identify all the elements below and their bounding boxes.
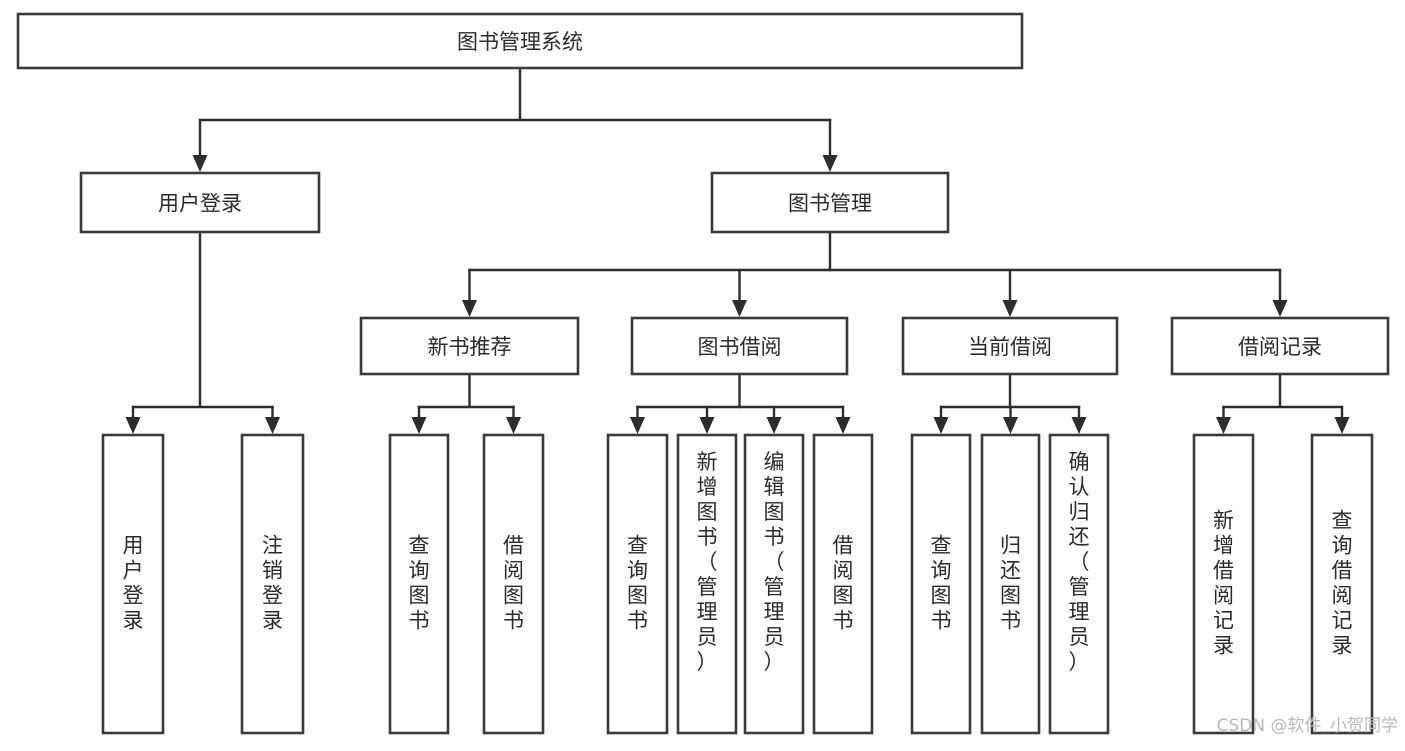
arrow-head-icon [699,417,715,434]
node-box-borrow-record [1170,316,1390,376]
node-box-leaf-add-book [676,433,738,735]
node-box-leaf-query-record [1310,433,1374,735]
arrow-head-icon [630,417,645,434]
arrow-head-icon [766,417,782,434]
node-box-current-borrow [901,316,1119,376]
node-label-leaf-query-record: 查询借阅记录 [1332,509,1353,658]
node-leaf-query-book-current[interactable]: 查询图书 [910,433,972,735]
arrow-head-icon [1003,417,1018,434]
node-label-leaf-return-book: 归还图书 [1000,534,1021,633]
node-box-leaf-return-book [980,433,1041,735]
arrow-head-icon [506,417,521,434]
node-box-book-borrow [630,316,849,376]
node-leaf-borrow-book-rec[interactable]: 借阅图书 [482,433,545,735]
arrow-head-icon [1216,417,1231,434]
node-leaf-edit-book[interactable]: 编辑图书（管理员） [743,433,805,735]
node-root[interactable]: 图书管理系统 [16,12,1024,70]
csdn-watermark: CSDN @软件_小贺同学 [1217,716,1398,736]
node-label-leaf-add-book: 新增图书（管理员） [697,450,718,674]
node-box-leaf-confirm-return [1048,433,1110,735]
node-label-leaf-add-record: 新增借阅记录 [1213,509,1234,658]
node-box-leaf-add-record [1192,433,1255,735]
node-label-leaf-borrow-book: 借阅图书 [833,534,854,633]
node-leaf-add-record[interactable]: 新增借阅记录 [1192,433,1255,735]
node-leaf-borrow-book[interactable]: 借阅图书 [812,433,874,735]
node-book-borrow[interactable]: 图书借阅 [630,316,849,376]
node-label-book-borrow: 图书借阅 [698,335,782,359]
arrow-head-icon [192,155,208,172]
arrow-head-icon [732,300,747,317]
node-box-leaf-borrow-book [812,433,874,735]
node-user-login[interactable]: 用户登录 [79,171,321,234]
node-box-leaf-logout [240,433,305,735]
node-borrow-record[interactable]: 借阅记录 [1170,316,1390,376]
node-box-new-book-recommend [359,316,580,376]
node-box-leaf-user-login [101,433,165,735]
arrow-head-icon [933,417,949,434]
node-leaf-logout[interactable]: 注销登录 [240,433,305,735]
node-leaf-query-record[interactable]: 查询借阅记录 [1310,433,1374,735]
node-leaf-query-book-borrow[interactable]: 查询图书 [606,433,669,735]
nodes-layer: 图书管理系统用户登录图书管理新书推荐图书借阅当前借阅借阅记录用户登录注销登录查询… [16,12,1390,735]
arrow-head-icon [822,155,838,172]
node-leaf-confirm-return[interactable]: 确认归还（管理员） [1048,433,1110,735]
node-box-root [16,12,1024,70]
arrow-head-icon [1071,417,1087,434]
node-label-leaf-logout: 注销登录 [262,534,283,633]
arrow-head-icon [1272,300,1288,317]
node-label-leaf-query-book-borrow: 查询图书 [627,534,648,633]
arrow-head-icon [1002,300,1018,317]
node-leaf-user-login[interactable]: 用户登录 [101,433,165,735]
node-box-leaf-query-book-rec [388,433,450,735]
node-label-leaf-borrow-book-rec: 借阅图书 [503,534,524,633]
node-label-leaf-user-login: 用户登录 [123,534,144,633]
node-box-leaf-query-book-current [910,433,972,735]
node-label-leaf-confirm-return: 确认归还（管理员） [1069,450,1090,674]
arrow-head-icon [835,417,851,434]
node-box-leaf-borrow-book-rec [482,433,545,735]
node-label-borrow-record: 借阅记录 [1238,335,1322,359]
node-label-user-login: 用户登录 [158,192,242,216]
arrow-head-icon [265,417,280,434]
node-label-leaf-query-book-current: 查询图书 [931,534,952,633]
node-leaf-return-book[interactable]: 归还图书 [980,433,1041,735]
arrow-head-icon [1334,417,1350,434]
connectors-layer [125,66,1350,434]
arrow-head-icon [125,417,141,434]
node-box-book-management [710,171,950,234]
node-leaf-add-book[interactable]: 新增图书（管理员） [676,433,738,735]
node-label-leaf-query-book-rec: 查询图书 [409,534,430,633]
node-label-root: 图书管理系统 [457,30,583,54]
node-box-leaf-query-book-borrow [606,433,669,735]
arrow-head-icon [462,300,477,317]
node-label-new-book-recommend: 新书推荐 [428,335,512,359]
node-label-book-management: 图书管理 [788,192,872,216]
arrow-head-icon [411,417,427,434]
node-box-leaf-edit-book [743,433,805,735]
node-new-book-recommend[interactable]: 新书推荐 [359,316,580,376]
node-label-current-borrow: 当前借阅 [968,335,1052,359]
node-book-management[interactable]: 图书管理 [710,171,950,234]
node-leaf-query-book-rec[interactable]: 查询图书 [388,433,450,735]
node-current-borrow[interactable]: 当前借阅 [901,316,1119,376]
node-box-user-login [79,171,321,234]
node-label-leaf-edit-book: 编辑图书（管理员） [764,450,785,674]
